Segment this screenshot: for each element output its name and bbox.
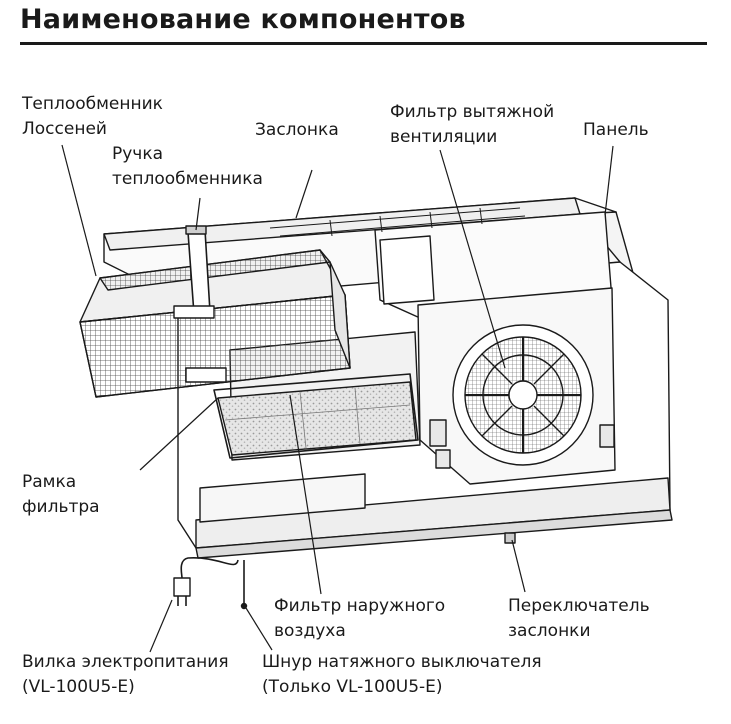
label-damper-switch-line1: Переключатель [508, 596, 650, 616]
label-outdoor-filter-line1: Фильтр наружного [274, 596, 446, 616]
label-damper-switch: Переключатель заслонки [508, 594, 650, 644]
damper-switch-shape [504, 532, 516, 544]
heat-exchanger-shape [79, 225, 351, 398]
label-filter-frame: Рамка фильтра [22, 470, 100, 520]
label-handle: Ручка теплообменника [112, 142, 263, 192]
exhaust-fan-shape [417, 287, 616, 485]
power-plug-shape [173, 557, 239, 606]
label-pull-cord-line1: Шнур натяжного выключателя [262, 652, 542, 672]
label-outdoor-filter: Фильтр наружного воздуха [274, 594, 445, 644]
page-title: Наименование компонентов [20, 4, 466, 35]
label-exhaust-filter-line2: вентиляции [390, 127, 498, 147]
label-pull-cord-line2: (Только VL-100U5-E) [262, 677, 443, 697]
label-power-plug-line2: (VL-100U5-E) [22, 677, 135, 697]
label-damper: Заслонка [255, 120, 339, 140]
title-underline [20, 42, 707, 45]
label-damper-switch-line2: заслонки [508, 621, 591, 641]
label-power-plug: Вилка электропитания (VL-100U5-E) [22, 650, 229, 700]
label-handle-line1: Ручка [112, 144, 164, 164]
label-exhaust-filter: Фильтр вытяжной вентиляции [390, 100, 554, 150]
label-heat-exchanger-line2: Лоссеней [22, 119, 107, 139]
label-filter-frame-line1: Рамка [22, 472, 77, 492]
leader-lines [61, 144, 614, 653]
label-heat-exchanger: Теплообменник Лоссеней [22, 92, 163, 142]
label-exhaust-filter-line1: Фильтр вытяжной [390, 102, 555, 122]
label-power-plug-line1: Вилка электропитания [22, 652, 229, 672]
label-panel: Панель [583, 120, 649, 140]
label-pull-cord: Шнур натяжного выключателя (Только VL-10… [262, 650, 542, 700]
label-heat-exchanger-line1: Теплообменник [22, 94, 163, 114]
label-handle-line2: теплообменника [112, 169, 263, 189]
label-filter-frame-line2: фильтра [22, 497, 100, 517]
filter-frame-shape [213, 373, 419, 459]
label-outdoor-filter-line2: воздуха [274, 621, 346, 641]
